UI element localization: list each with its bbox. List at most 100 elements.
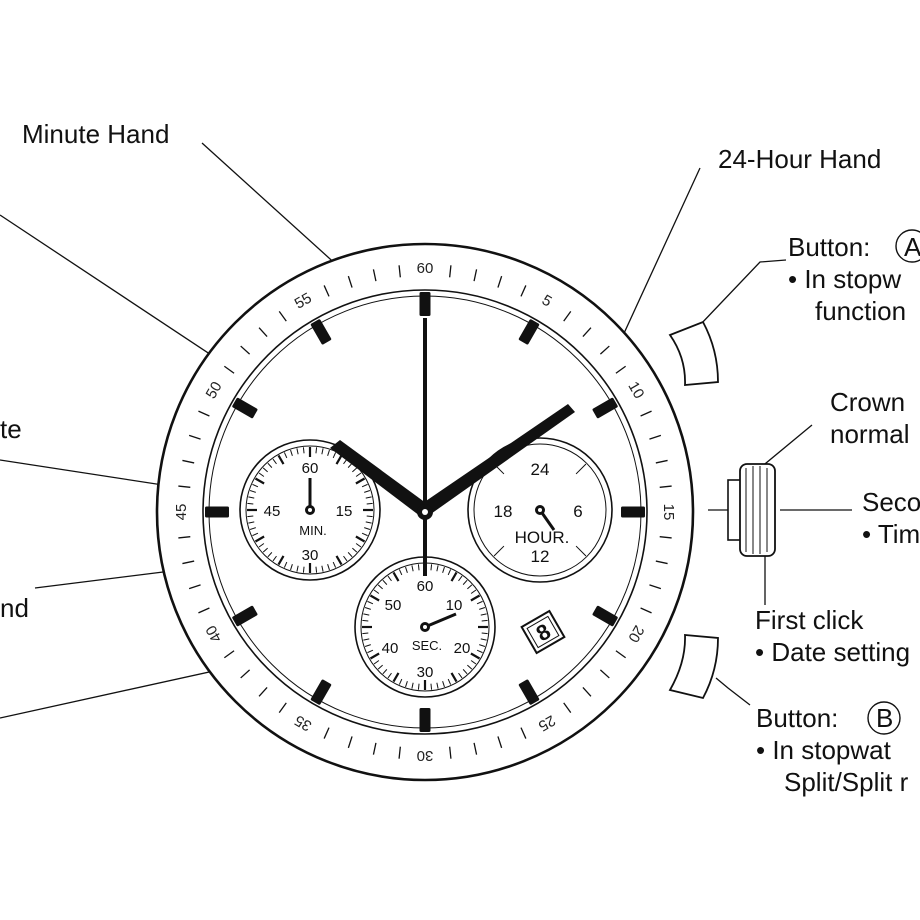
sub-dial-tick [405,566,408,573]
hour-sub-6: 6 [573,502,582,521]
bezel-number: 40 [203,622,226,645]
label-button-b-line1: • In stopwat [756,735,892,765]
sub-dial-tick [476,649,483,654]
bezel-tick [178,536,191,539]
label-left-te: te [0,414,22,444]
sub-dial-tick [411,565,414,572]
minute-sub-30: 30 [302,547,319,564]
hour-sub-24: 24 [531,460,550,479]
sub-dial-tick [417,564,420,571]
hour-marker [419,292,431,316]
bezel-number: 35 [292,711,315,734]
sub-dial-tick [362,619,369,622]
bezel-tick [278,702,287,714]
bezel-tick [655,459,668,464]
crown-head [739,463,776,557]
second-sub-label: SEC. [412,638,442,653]
sub-dial-tick [272,458,277,465]
sub-dial-tick [332,452,337,459]
hour-marker [518,319,540,345]
bezel-tick [599,669,610,679]
bezel-tick [473,269,478,282]
sub-dial-tick [258,472,265,477]
sub-dial-tick [347,552,353,558]
button-b-pusher[interactable] [668,634,719,700]
sub-dial-tick [249,490,256,493]
sub-dial-tick [382,579,388,585]
sub-dial-tick [252,483,259,488]
sub-dial-tick [575,545,587,557]
sub-dial-tick [364,527,371,530]
label-left-nd: nd [0,593,29,623]
date-window-inner [526,615,560,649]
sub-dial-tick [247,502,254,505]
bezel-number: 20 [624,622,647,645]
bezel-tick [520,727,527,739]
sub-dial-tick [373,589,380,594]
sub-dial-tick [296,448,299,455]
hour-sub-ticks [493,463,587,557]
hour-marker [592,605,618,627]
sub-dial-tick [355,472,362,477]
sub-dial-tick [411,682,414,689]
bezel-tick [182,459,195,464]
sub-dial-tick [327,449,330,456]
bezel-tick [182,560,195,565]
sub-dial-tick [363,638,370,641]
sub-dial-tick [377,664,383,670]
sub-dial-tick [470,652,481,660]
bezel-tick [582,327,592,338]
bezel-tick [640,607,652,614]
sub-dial-tick [248,521,255,524]
sub-dial-tick [327,564,330,571]
sub-dial-tick [262,547,268,553]
bezel-tick [188,584,201,590]
sub-dial-tick [302,566,305,573]
sub-dial-tick [364,490,371,493]
minute-sub-pivot-center [308,508,312,512]
sub-dial-tick [450,571,458,582]
hour-sub-label: HOUR. [515,528,570,547]
sub-dial-tick [315,566,318,573]
bezel-tick [649,584,662,590]
sub-dial-tick [262,467,268,473]
label-button-a: Button: [788,232,870,262]
sub-dial-tick [436,682,439,689]
second-sub-30: 30 [417,664,434,681]
sub-dial-tick [467,584,473,590]
callout-labels: Minute Hand 24-Hour Hand Button: A • In … [0,119,920,797]
sub-dial-tick [462,669,468,675]
second-sub-hand [424,612,457,629]
bezel-tick [398,265,401,278]
crown[interactable] [727,463,776,557]
label-button-b-line2: Split/Split r [784,767,909,797]
sub-dial-tick [267,552,273,558]
bezel-tick [223,365,235,374]
sub-dial-tick [352,467,358,473]
sub-dial-tick [417,683,420,690]
bezel-tick [198,410,210,417]
main-hands [330,318,575,576]
second-sub-10: 10 [446,597,463,614]
sub-dial-tick [575,463,587,475]
sub-dial-tick [248,496,255,499]
sub-dial-tick [283,452,288,459]
bezel-tick [473,742,478,755]
button-a-mark-circle [895,229,920,263]
hour-sub-dial-inner [473,443,607,577]
hour-marker [205,506,229,518]
sub-dial-tick [365,521,372,524]
sub-dial-tick [462,579,468,585]
sub-dial-tick [470,594,481,602]
bezel-tick [449,746,452,759]
sub-dial-tick [398,569,403,576]
sub-dial-tick [447,678,452,685]
button-a-pusher[interactable] [668,320,719,386]
bezel-tick [582,686,592,697]
bezel-tick [372,742,377,755]
button-a-mark: A [904,232,920,262]
sub-dial-tick [355,477,366,485]
hour-markers [205,292,645,732]
sub-dial-tick [362,632,369,635]
sub-dial-tick [436,565,439,572]
